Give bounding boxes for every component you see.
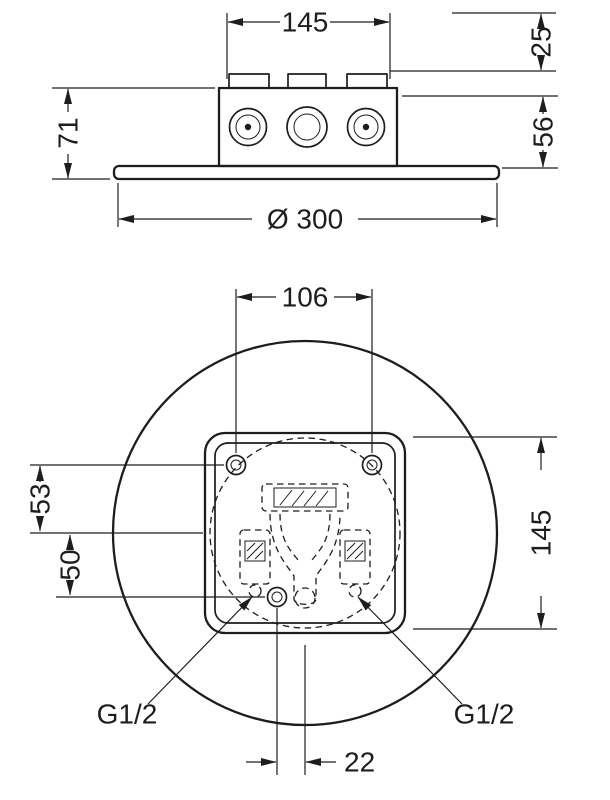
dim-offset-22: 22 [246, 608, 375, 778]
leader-line-right [357, 596, 463, 705]
plan-view: 106 53 50 145 [25, 282, 557, 778]
connection-tabs [228, 73, 388, 89]
dim-label-bottom-section: 50 [55, 549, 86, 580]
screw-hole-top-left [225, 454, 247, 476]
dim-label-height-body: 56 [528, 116, 559, 147]
dim-diameter-300: Ø 300 [117, 183, 498, 235]
internal-mechanism [239, 483, 371, 609]
connection-tab-left [228, 73, 270, 89]
dim-label-offset: 22 [344, 747, 375, 778]
dim-top-section-53: 53 [25, 464, 224, 534]
mechanism-top-frame [261, 483, 349, 512]
thread-label-right: G1/2 [454, 699, 515, 730]
dim-hole-spacing-106: 106 [235, 282, 373, 453]
mechanism-hatched-bar [273, 487, 337, 508]
dim-label-hole-spacing: 106 [282, 282, 329, 313]
mounting-box-inner [214, 442, 396, 624]
dim-label-diameter: Ø 300 [267, 204, 343, 235]
concealed-body-outline [209, 437, 401, 629]
dim-bottom-section-50: 50 [55, 534, 265, 598]
connection-tab-right [346, 73, 388, 89]
screw-hole-bottom [266, 586, 288, 608]
thread-callout-left: G1/2 [97, 596, 253, 730]
dim-tab-25: 25 [390, 12, 557, 72]
center-port-circle [286, 106, 328, 148]
dim-width-145: 145 [226, 7, 391, 79]
dim-label-tab-height: 25 [526, 26, 557, 57]
mechanism-bell-outline [269, 513, 341, 605]
thread-label-left: G1/2 [97, 699, 158, 730]
connection-tab-center [287, 73, 327, 89]
dim-label-plate-height: 145 [526, 510, 557, 557]
dim-height-56: 56 [402, 95, 559, 169]
dim-label-top-section: 53 [25, 483, 56, 514]
mounting-box-outer [203, 431, 407, 635]
dim-height-71: 71 [52, 87, 215, 180]
mechanism-right-valve [339, 529, 371, 598]
leader-line-left [147, 596, 253, 705]
right-port-circle [346, 107, 386, 147]
left-port-circle [228, 107, 268, 147]
side-view: 145 25 71 56 [52, 7, 559, 235]
dim-plate-145: 145 [413, 436, 557, 630]
screw-hole-top-right [361, 454, 383, 476]
mechanism-center-outlet [294, 587, 316, 609]
mechanism-left-valve [239, 529, 271, 598]
dim-label-width: 145 [282, 7, 329, 38]
showerhead-plate-side [112, 164, 501, 181]
mechanism-bell-inner [279, 513, 331, 561]
thread-callout-right: G1/2 [357, 596, 515, 730]
dim-label-height-total: 71 [53, 117, 84, 148]
